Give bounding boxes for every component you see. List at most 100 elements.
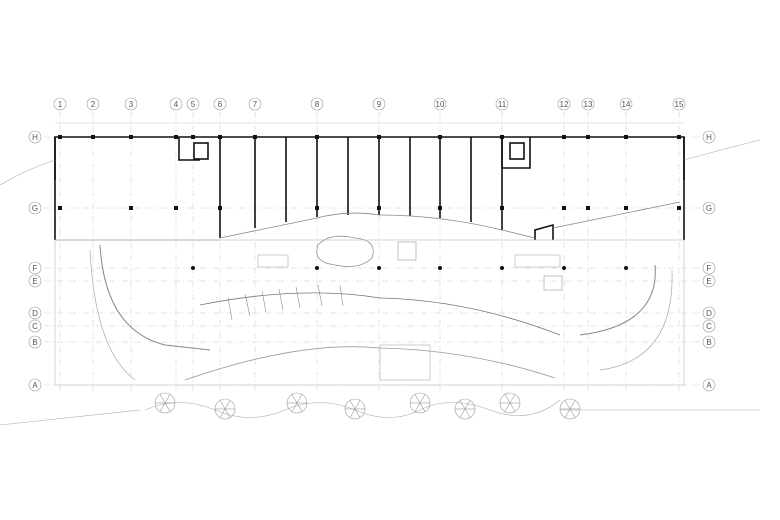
column — [377, 135, 381, 139]
column — [315, 135, 319, 139]
left-ramp-outer — [89, 249, 136, 381]
grid-bubble — [702, 261, 716, 275]
column — [624, 206, 628, 210]
grid-label-col: 7 — [253, 100, 258, 109]
site-edge — [0, 159, 56, 186]
grid-bubble — [28, 306, 42, 320]
column — [91, 135, 95, 139]
grid-label-row: A — [706, 381, 712, 390]
grid-label-row: C — [706, 322, 712, 331]
column — [315, 206, 319, 210]
column — [129, 206, 133, 210]
grid-bubble — [702, 274, 716, 288]
grid-bubble — [28, 201, 42, 215]
right-ramp — [579, 264, 656, 336]
grid-label-row: H — [32, 133, 38, 142]
grid-label-row: F — [33, 264, 38, 273]
grid-bubble — [28, 335, 42, 349]
column — [218, 135, 222, 139]
column — [677, 135, 681, 139]
column — [58, 135, 62, 139]
grid-label-row: H — [706, 133, 712, 142]
grid-bubble — [702, 306, 716, 320]
column — [677, 206, 681, 210]
grid-bubble — [310, 97, 324, 111]
property-boundary — [54, 239, 685, 386]
column — [253, 135, 257, 139]
grid-label-col: 5 — [191, 100, 196, 109]
grid-bubble — [702, 378, 716, 392]
grid-bubble — [169, 97, 183, 111]
column — [218, 206, 222, 210]
grid-label-col: 12 — [560, 100, 569, 109]
column — [500, 135, 504, 139]
grid-label-row: E — [32, 277, 37, 286]
grid-label-row: A — [32, 381, 38, 390]
column — [315, 266, 319, 270]
grid-label-col: 9 — [377, 100, 382, 109]
grid-bubble — [28, 274, 42, 288]
site-edge — [683, 139, 761, 161]
grid-label-col: 1 — [58, 100, 63, 109]
column — [438, 135, 442, 139]
plaza-edge — [184, 346, 556, 381]
grid-label-col: 11 — [498, 100, 507, 109]
grid-label-row: G — [32, 204, 38, 213]
kiosk-row — [227, 284, 344, 321]
column — [377, 206, 381, 210]
column — [562, 135, 566, 139]
grid-bubble — [433, 97, 447, 111]
grid-label-row: F — [707, 264, 712, 273]
grid-bubble — [557, 97, 571, 111]
column — [562, 206, 566, 210]
grid-bubble — [28, 261, 42, 275]
grid-bubble — [702, 335, 716, 349]
grid-lines — [44, 112, 700, 392]
grid-bubble — [702, 319, 716, 333]
grid-bubble — [53, 97, 67, 111]
planter — [543, 275, 563, 291]
stairs — [257, 254, 561, 381]
grid-label-col: 6 — [218, 100, 223, 109]
column — [586, 135, 590, 139]
grid-label-row: G — [706, 204, 712, 213]
column — [624, 135, 628, 139]
grid-bubble — [28, 319, 42, 333]
column — [438, 206, 442, 210]
grid-bubble — [86, 97, 100, 111]
grid-bubble — [28, 378, 42, 392]
grid-label-row: D — [706, 309, 712, 318]
fountain — [316, 235, 374, 267]
column — [624, 266, 628, 270]
column — [500, 206, 504, 210]
grid-bubble — [619, 97, 633, 111]
right-ramp-outer — [599, 269, 673, 371]
grid-label-row: B — [706, 338, 711, 347]
right-diagonal-wall — [552, 201, 681, 229]
grid-bubble — [213, 97, 227, 111]
grid-label-col: 10 — [436, 100, 445, 109]
left-ramp — [99, 244, 211, 351]
grid-bubble — [702, 130, 716, 144]
column — [500, 266, 504, 270]
column — [438, 266, 442, 270]
column — [191, 135, 195, 139]
grid-label-col: 13 — [584, 100, 593, 109]
column — [58, 206, 62, 210]
column — [129, 135, 133, 139]
central-walkway — [199, 292, 561, 336]
column — [562, 266, 566, 270]
grid-bubble — [581, 97, 595, 111]
planter — [397, 241, 417, 261]
grid-label-col: 14 — [622, 100, 631, 109]
grid-label-col: 2 — [91, 100, 96, 109]
grid-bubble — [28, 130, 42, 144]
shop-frontage-curve — [219, 212, 536, 239]
grid-bubble — [124, 97, 138, 111]
grid-label-row: C — [32, 322, 38, 331]
grid-label-col: 15 — [675, 100, 684, 109]
grid-bubble — [248, 97, 262, 111]
grid-label-row: E — [706, 277, 711, 286]
